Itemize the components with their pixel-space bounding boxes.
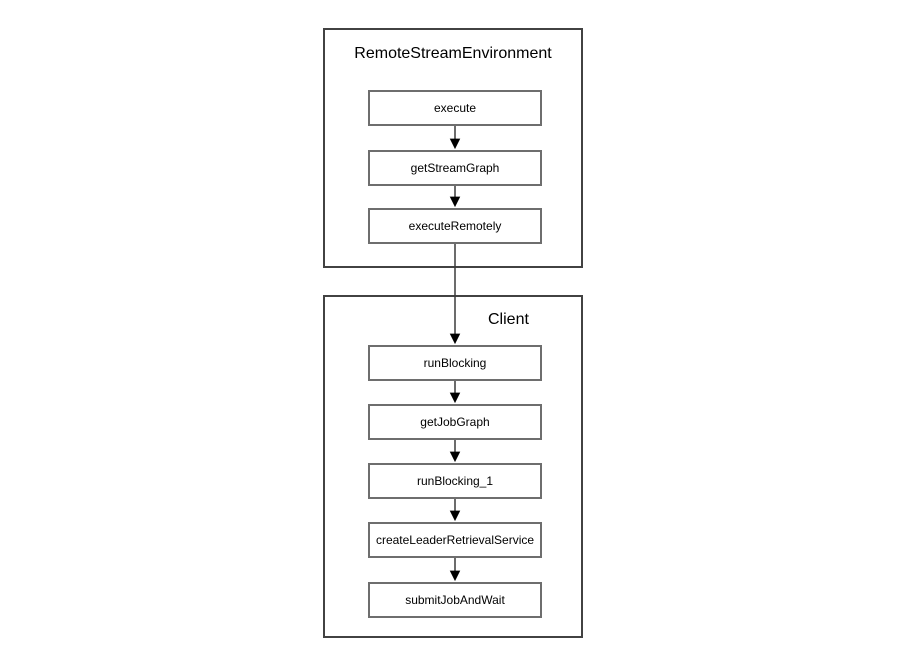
node-submit-job-and-wait: submitJobAndWait bbox=[368, 582, 542, 618]
container-title-client: Client bbox=[488, 311, 529, 328]
node-execute-remotely: executeRemotely bbox=[368, 208, 542, 244]
node-run-blocking: runBlocking bbox=[368, 345, 542, 381]
node-get-stream-graph: getStreamGraph bbox=[368, 150, 542, 186]
node-get-job-graph: getJobGraph bbox=[368, 404, 542, 440]
node-run-blocking-1: runBlocking_1 bbox=[368, 463, 542, 499]
node-execute: execute bbox=[368, 90, 542, 126]
container-title-remote-stream-environment: RemoteStreamEnvironment bbox=[354, 45, 552, 62]
node-create-leader-retrieval-service: createLeaderRetrievalService bbox=[368, 522, 542, 558]
